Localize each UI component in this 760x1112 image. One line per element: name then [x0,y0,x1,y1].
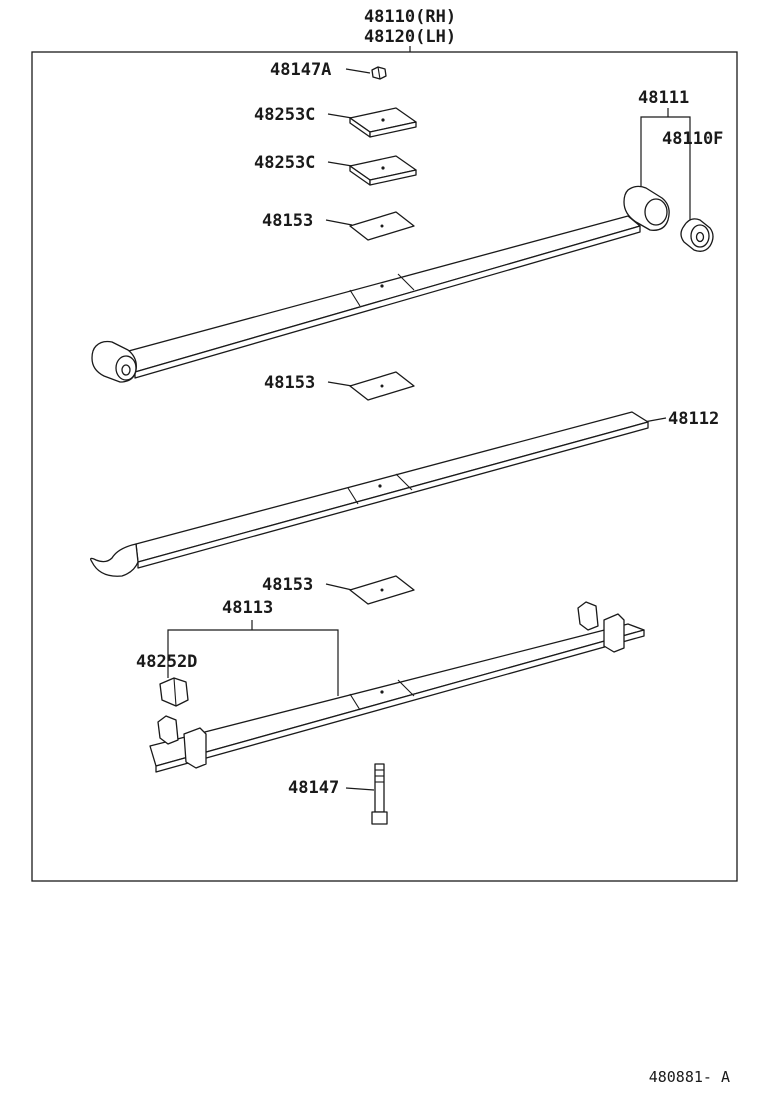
insert-part-1 [349,211,415,241]
callout-center-bolt: 48147 [288,778,339,798]
main-leaf-part [91,185,670,383]
callout-insert-1: 48153 [262,211,313,231]
nut-part [371,66,387,80]
insert-part-3 [349,575,415,605]
leader-plate-1 [327,113,353,119]
callout-main-leaf: 48111 [638,88,689,108]
callout-bushing: 48110F [662,129,723,149]
callout-third-leaf: 48113 [222,598,273,618]
plate-part-1 [349,107,417,138]
drawing-reference: 480881- A [649,1068,730,1086]
assembly-label-rh: 48110(RH) [364,7,456,27]
callout-plate-2: 48253C [254,153,315,173]
leader-bolt-top [345,68,371,74]
callout-insert-2: 48153 [264,373,315,393]
assembly-frame [31,51,738,882]
leader-insert-2 [327,381,353,387]
center-bolt-part [371,763,388,825]
callout-bolt-top: 48147A [270,60,331,80]
plate-part-2 [349,155,417,186]
second-leaf-part [90,411,649,577]
callout-plate-1: 48253C [254,105,315,125]
leader-insert-1 [325,219,353,226]
leader-insert-3 [325,583,353,591]
leader-third-leaf [167,629,339,696]
clip-part [159,677,189,707]
insert-part-2 [349,371,415,401]
callout-clip: 48252D [136,652,197,672]
third-leaf-part [149,601,645,773]
assembly-label-lh: 48120(LH) [364,27,456,47]
leader-plate-2 [327,161,353,167]
callout-insert-3: 48153 [262,575,313,595]
leader-center-bolt [345,787,375,791]
callout-second-leaf: 48112 [668,409,719,429]
bushing-part [680,218,714,252]
leader-main-leaf [640,116,691,222]
